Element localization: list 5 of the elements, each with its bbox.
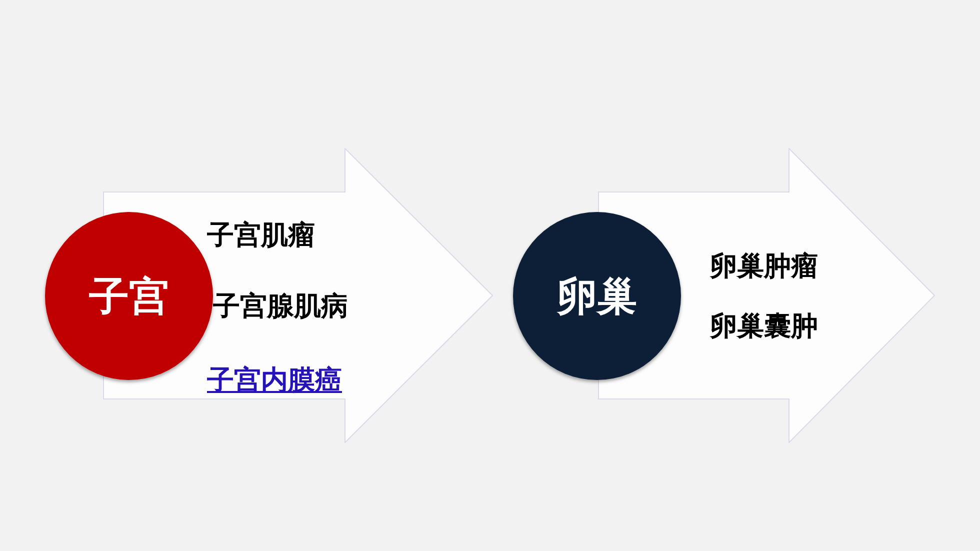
circle: 卵巢 (513, 212, 681, 380)
item-label: 卵巢囊肿 (710, 311, 818, 342)
item-label: 子宫腺肌病 (213, 291, 348, 322)
item-label: 卵巢肿瘤 (710, 251, 818, 282)
arrow-banner (598, 148, 935, 443)
